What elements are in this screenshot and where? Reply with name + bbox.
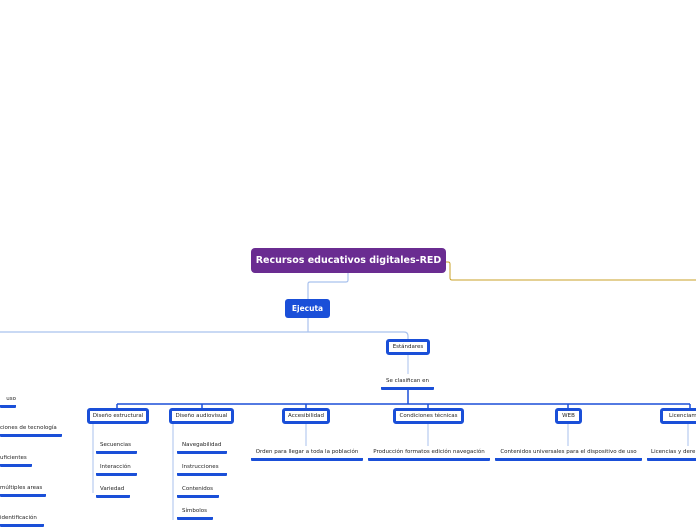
category-licenciamiento[interactable]: Licenciamiento (660, 408, 696, 424)
category-condiciones-tecnicas[interactable]: Condiciones técnicas (393, 408, 464, 424)
root-ejecuta-line (307, 273, 349, 299)
category-accesibilidad[interactable]: Accesibilidad (282, 408, 330, 424)
child-interaccion[interactable]: Interacción (96, 464, 137, 476)
child-navegabilidad[interactable]: Navegabilidad (177, 442, 227, 454)
category-diseno-estructural[interactable]: Diseño estructural (87, 408, 149, 424)
left-item-tecnologia[interactable]: ciones de tecnología (0, 425, 62, 437)
left-item-multiples-areas[interactable]: múltiples areas (0, 485, 46, 497)
child-contenidos[interactable]: Contenidos (177, 486, 219, 498)
child-secuencias[interactable]: Secuencias (96, 442, 137, 454)
child-produccion-formatos[interactable]: Producción formatos edición navegación (368, 449, 490, 461)
right-branch-line (446, 261, 696, 281)
child-simbolos[interactable]: Símbolos (177, 508, 213, 520)
child-licencias[interactable]: Licencias y dere (647, 449, 696, 461)
category-web[interactable]: WEB (555, 408, 582, 424)
estandares-node[interactable]: Estándares (386, 339, 430, 355)
child-contenidos-universales[interactable]: Contenidos universales para el dispositi… (495, 449, 642, 461)
child-variedad[interactable]: Variedad (96, 486, 130, 498)
left-item-identificacion[interactable]: identificación (0, 515, 44, 527)
left-item-suficientes[interactable]: uficientes (0, 455, 32, 467)
clasifican-node[interactable]: Se clasifican en (381, 378, 434, 390)
left-item-uso[interactable]: uso (0, 396, 16, 408)
ejecuta-branch-line (0, 331, 409, 339)
child-instrucciones[interactable]: Instrucciones (177, 464, 227, 476)
category-diseno-audiovisual[interactable]: Diseño audiovisual (169, 408, 234, 424)
ejecuta-node[interactable]: Ejecuta (285, 299, 330, 318)
root-node[interactable]: Recursos educativos digitales-RED (251, 248, 446, 273)
child-orden-poblacion[interactable]: Orden para llegar a toda la población (251, 449, 363, 461)
